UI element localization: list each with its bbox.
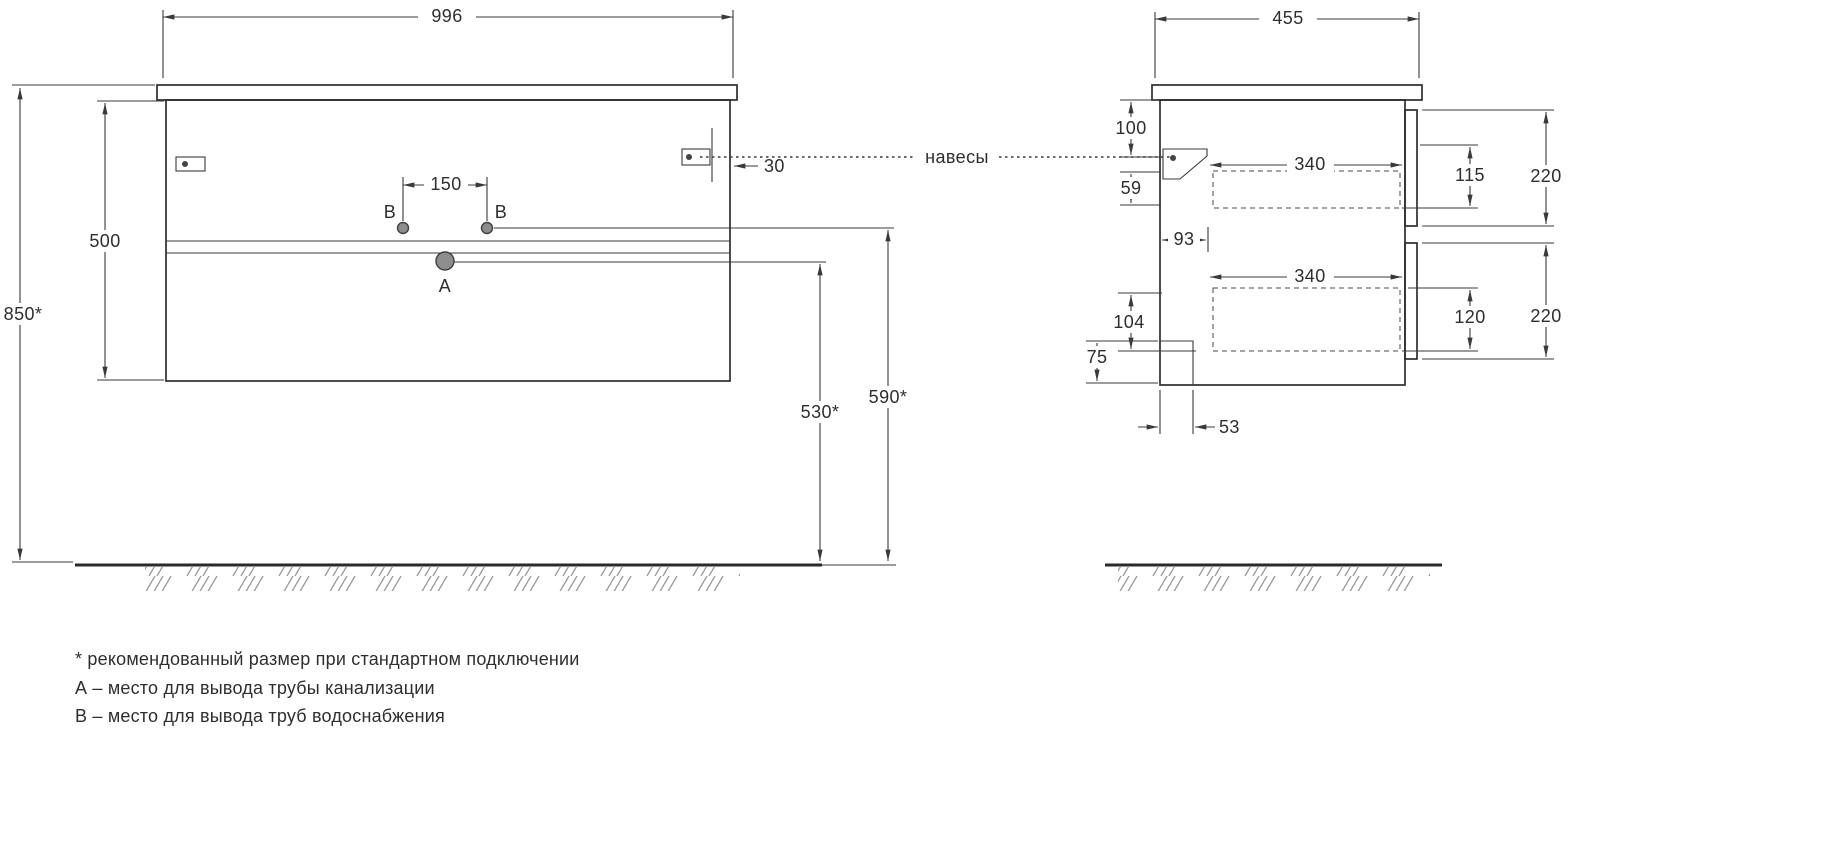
side-dim-drawer-depth-top-label: 340 xyxy=(1294,154,1325,174)
side-dim-hanger-height: 59 xyxy=(1114,171,1161,206)
front-dim-drain-height: 530* xyxy=(454,261,845,561)
front-dim-supply-height-label: 590* xyxy=(869,387,908,407)
front-dim-cabinet-height-label: 500 xyxy=(89,231,120,251)
side-dim-front-bottom-label: 220 xyxy=(1530,306,1561,326)
hangers-callout: навесы xyxy=(700,147,1170,167)
front-point-b-right: B xyxy=(480,202,507,235)
front-view: 996 850* 500 150 B xyxy=(0,5,913,591)
floor-hatching xyxy=(145,567,740,591)
side-dim-hanger-from-top-label: 100 xyxy=(1115,118,1146,138)
front-dim-overall-height-label: 850* xyxy=(4,304,43,324)
note-b: В – место для вывода труб водоснабжения xyxy=(75,706,445,726)
front-hanger-left xyxy=(175,156,206,172)
side-dim-drawer-inner-top: 115 xyxy=(1402,144,1490,209)
side-dim-drawer-inner-bottom: 120 xyxy=(1402,287,1492,352)
drain-outlet-point xyxy=(435,251,455,271)
notes: * рекомендованный размер при стандартном… xyxy=(75,649,580,726)
supply-outlet-point xyxy=(480,221,494,235)
side-dim-drawer-depth-bottom-label: 340 xyxy=(1294,266,1325,286)
front-dim-cabinet-height: 500 xyxy=(82,100,164,381)
side-floor xyxy=(1105,563,1442,591)
hangers-callout-label: навесы xyxy=(925,147,989,167)
front-point-a: A xyxy=(435,251,455,296)
side-dim-front-top-label: 220 xyxy=(1530,166,1561,186)
side-drawer-front-top xyxy=(1404,109,1418,227)
front-point-a-label: A xyxy=(439,276,451,296)
hanger-screw-icon xyxy=(182,161,188,167)
side-dim-depth-label: 455 xyxy=(1272,8,1303,28)
front-dim-drain-height-label: 530* xyxy=(801,402,840,422)
front-dim-overall-height: 850* xyxy=(0,84,155,563)
side-drawer-box-top xyxy=(1212,170,1401,209)
front-point-b-right-label: B xyxy=(495,202,507,222)
side-dim-hanger-depth: 93 xyxy=(1162,227,1209,252)
front-dim-hanger-offset: 30 xyxy=(734,156,785,176)
side-dim-hanger-depth-label: 93 xyxy=(1174,229,1195,249)
front-dim-faucet-spacing-label: 150 xyxy=(430,174,461,194)
front-dim-hanger-offset-label: 30 xyxy=(764,156,785,176)
side-dim-hanger-height-label: 59 xyxy=(1121,178,1142,198)
side-dim-hanger-from-top: 100 xyxy=(1110,99,1161,158)
side-recess xyxy=(1160,340,1194,385)
side-dim-recess-depth-label: 53 xyxy=(1219,417,1240,437)
front-dim-supply-height: 590* xyxy=(494,227,913,561)
side-dim-recess-depth: 53 xyxy=(1138,390,1240,437)
side-drawer-box-bottom xyxy=(1212,287,1401,352)
side-drawer-front-bottom xyxy=(1404,242,1418,360)
side-dim-drawer-depth-bottom: 340 xyxy=(1210,265,1402,287)
side-dim-drawer-inner-top-label: 115 xyxy=(1455,165,1485,185)
front-dim-faucet-spacing: 150 xyxy=(402,173,488,221)
front-dim-width: 996 xyxy=(162,5,734,78)
side-dim-drawer-depth-top: 340 xyxy=(1210,153,1402,175)
side-dim-recess-height: 75 xyxy=(1080,340,1158,384)
floor-hatching xyxy=(1118,567,1430,591)
side-dim-front-bottom: 220 xyxy=(1422,242,1570,360)
note-asterisk: * рекомендованный размер при стандартном… xyxy=(75,649,580,669)
hanger-screw-icon xyxy=(1170,155,1176,161)
supply-outlet-point xyxy=(396,221,410,235)
side-dim-outlet-from-bottom: 104 xyxy=(1106,292,1196,352)
front-dim-width-label: 996 xyxy=(431,6,462,26)
side-dim-recess-height-label: 75 xyxy=(1087,347,1108,367)
side-hanger xyxy=(1162,148,1208,180)
side-dim-front-top: 220 xyxy=(1422,109,1570,227)
front-point-b-left: B xyxy=(384,202,410,235)
front-floor xyxy=(75,563,896,591)
side-countertop xyxy=(1151,84,1423,101)
note-a: А – место для вывода трубы канализации xyxy=(75,678,435,698)
side-view: 455 100 59 93 340 xyxy=(1080,7,1570,591)
side-dim-outlet-from-bottom-label: 104 xyxy=(1113,312,1144,332)
front-countertop xyxy=(156,84,738,101)
side-dim-drawer-inner-bottom-label: 120 xyxy=(1454,307,1485,327)
side-dim-depth: 455 xyxy=(1154,7,1420,78)
hanger-screw-icon xyxy=(686,154,692,160)
front-point-b-left-label: B xyxy=(384,202,396,222)
front-hanger-right xyxy=(681,128,713,182)
